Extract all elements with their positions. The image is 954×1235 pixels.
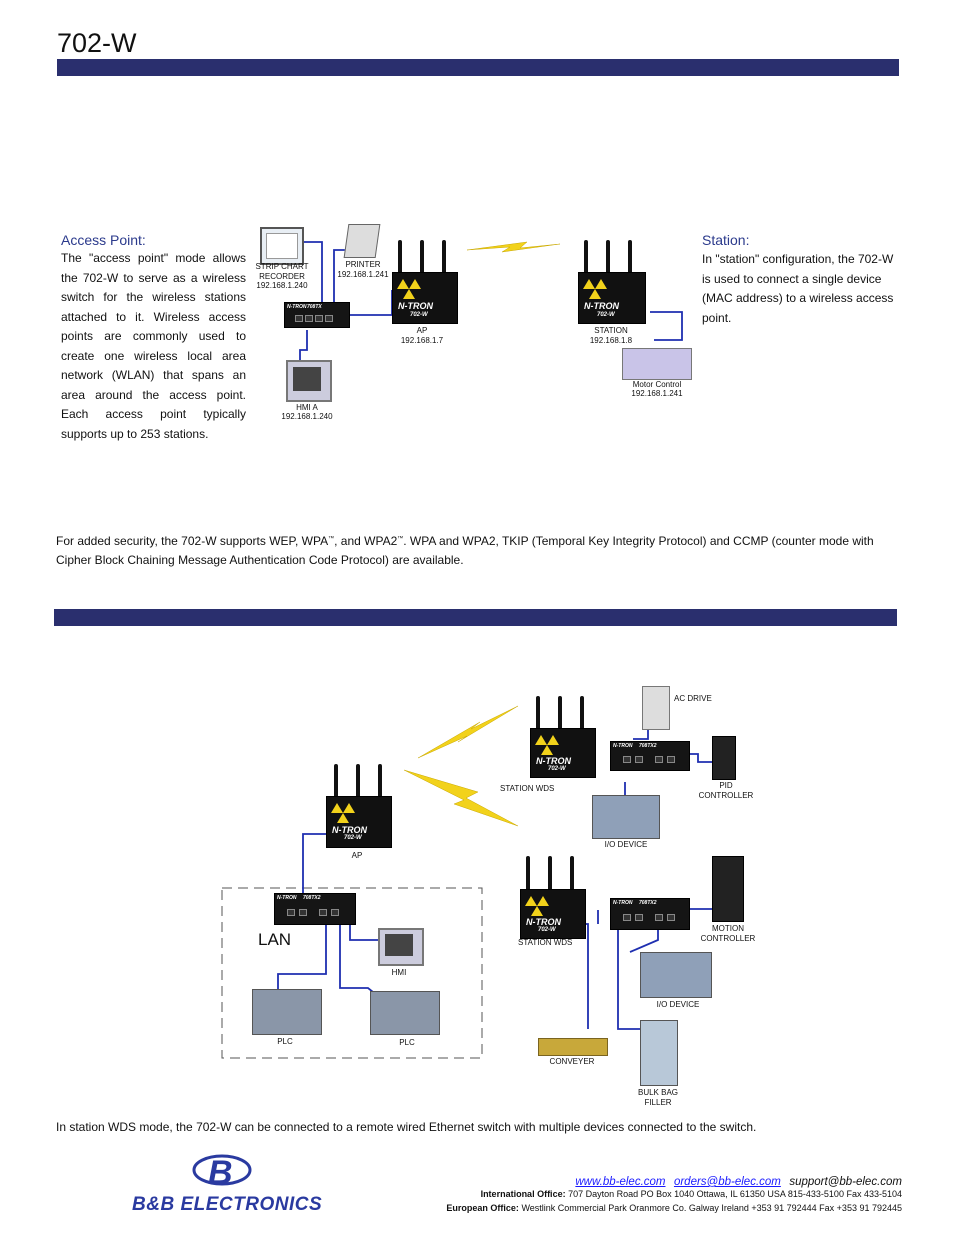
printer-label: PRINTER	[345, 260, 381, 269]
international-office: International Office: 707 Dayton Road PO…	[440, 1189, 902, 1199]
station-wds-1-label: STATION WDS	[500, 784, 555, 793]
intl-label: International Office:	[480, 1189, 566, 1199]
station-ip: 192.168.1.8	[589, 336, 633, 345]
security-paragraph: For added security, the 702-W supports W…	[56, 530, 899, 570]
motor-control-icon	[622, 348, 692, 380]
switch-1-brand: N-TRON	[613, 743, 633, 749]
conveyer-icon	[538, 1038, 608, 1056]
io-device-2-label: I/O DEVICE	[656, 1000, 700, 1009]
orders-link[interactable]: orders@bb-elec.com	[673, 1176, 781, 1188]
wds-ap-model: 702-W	[344, 835, 362, 841]
lan-switch-icon: N-TRON 708TX2	[274, 893, 356, 925]
plc-1-icon	[252, 989, 322, 1035]
wds-hmi-label: HMI	[391, 968, 407, 977]
switch-model: 708TX	[307, 304, 322, 310]
switch-2-brand: N-TRON	[613, 900, 633, 906]
security-text-1: For added security, the 702-W supports W…	[56, 534, 329, 548]
printer-ip: 192.168.1.241	[337, 270, 389, 279]
printer-icon	[343, 224, 381, 258]
access-point-heading: Access Point:	[61, 232, 146, 248]
section-bar	[54, 609, 897, 626]
access-point-diagram: STRIP CHART RECORDER 192.168.1.240 PRINT…	[252, 220, 697, 421]
plc-2-label: PLC	[399, 1038, 415, 1047]
station-wds-2-model: 702-W	[538, 927, 556, 933]
io-device-2-icon	[640, 952, 712, 998]
euro-text: Westlink Commercial Park Oranmore Co. Ga…	[521, 1203, 902, 1213]
intl-text: 707 Dayton Road PO Box 1040 Ottawa, IL 6…	[568, 1189, 902, 1199]
ac-drive-label: AC DRIVE	[674, 694, 712, 703]
io-device-1-icon	[592, 795, 660, 839]
plc-1-label: PLC	[277, 1037, 293, 1046]
support-email: support@bb-elec.com	[789, 1176, 902, 1188]
motor-control-label: Motor Control	[632, 380, 682, 389]
station-description: In "station" configuration, the 702-W is…	[702, 252, 894, 325]
wds-ap-device-icon: N-TRON 702-W	[326, 796, 392, 848]
station-wds-1-device-icon: N-TRON 702-W	[530, 728, 596, 778]
ap-label: AP	[416, 326, 428, 335]
ap-model: 702-W	[410, 312, 428, 318]
ac-drive-icon	[642, 686, 670, 730]
logo-text: B&B ELECTRONICS	[132, 1194, 323, 1215]
station-wds-1-model: 702-W	[548, 766, 566, 772]
lan-switch-brand: N-TRON	[277, 895, 297, 901]
wds-ap-label: AP	[351, 851, 363, 860]
ap-ip: 192.168.1.7	[400, 336, 444, 345]
strip-chart-ip: 192.168.1.240	[256, 281, 308, 290]
page-title: 702-W	[57, 28, 137, 58]
station-wds-2-device-icon: N-TRON 702-W	[520, 889, 586, 939]
motion-controller-icon	[712, 856, 744, 922]
station-wds-2-label: STATION WDS	[518, 938, 573, 947]
pid-controller-label: PID CONTROLLER	[698, 781, 754, 800]
hmi-ip: 192.168.1.240	[281, 412, 333, 421]
wds-note: In station WDS mode, the 702-W can be co…	[56, 1120, 757, 1134]
euro-label: European Office:	[446, 1203, 519, 1213]
trademark-2: ™	[397, 536, 404, 542]
header-bar	[57, 59, 899, 76]
trademark-1: ™	[328, 536, 335, 542]
station-wds-2-switch-icon: N-TRON 708TX2	[610, 898, 690, 930]
wds-diagram: AC DRIVE PID CONTROLLER N-TRON 702-W N-T…	[218, 684, 758, 1109]
strip-chart-recorder-icon	[260, 227, 304, 265]
conveyer-label: CONVEYER	[549, 1057, 595, 1066]
bulk-bag-filler-icon	[640, 1020, 678, 1086]
wds-hmi-icon	[378, 928, 424, 966]
motion-controller-label: MOTION CONTROLLER	[700, 924, 756, 943]
switch-brand: N-TRON	[287, 304, 307, 310]
bulk-bag-filler-label: BULK BAG FILLER	[637, 1088, 678, 1107]
io-device-1-label: I/O DEVICE	[604, 840, 648, 849]
station-label: STATION	[594, 326, 628, 335]
access-point-description: The "access point" mode allows the 702-W…	[61, 251, 246, 441]
switch-1-model: 708TX2	[639, 743, 657, 749]
station-wds-1-brand: N-TRON	[536, 756, 571, 766]
station-model: 702-W	[597, 312, 615, 318]
security-text-3: . WPA and WPA2, TKIP (Temporal Key Integ…	[56, 534, 874, 567]
wds-ap-brand: N-TRON	[332, 825, 367, 835]
security-text-2: , and WPA2	[334, 534, 398, 548]
hmi-icon	[286, 360, 332, 402]
logo-mark-icon: B	[192, 1154, 252, 1192]
station-wds-1-switch-icon: N-TRON 708TX2	[610, 741, 690, 771]
station-heading: Station:	[702, 232, 750, 248]
website-link[interactable]: www.bb-elec.com	[575, 1176, 666, 1188]
station-device-icon: N-TRON 702-W	[578, 272, 646, 324]
station-brand: N-TRON	[584, 301, 619, 311]
lan-label: LAN	[258, 930, 292, 949]
footer-contact: www.bb-elec.com orders@bb-elec.com suppo…	[440, 1172, 902, 1190]
european-office: European Office: Westlink Commercial Par…	[440, 1203, 902, 1213]
switch-icon: N-TRON 708TX	[284, 302, 350, 328]
ap-device-icon: N-TRON 702-W	[392, 272, 458, 324]
lan-switch-model: 708TX2	[303, 895, 321, 901]
pid-controller-icon	[712, 736, 736, 780]
hmi-label: HMI A	[296, 403, 318, 412]
strip-chart-label: STRIP CHART RECORDER	[255, 262, 309, 281]
station-wds-2-brand: N-TRON	[526, 917, 561, 927]
ap-brand: N-TRON	[398, 301, 433, 311]
switch-2-model: 708TX2	[639, 900, 657, 906]
bb-electronics-logo: B B&B ELECTRONICS	[130, 1152, 380, 1222]
svg-text:B: B	[208, 1154, 233, 1192]
motor-control-ip: 192.168.1.241	[631, 389, 683, 398]
plc-2-icon	[370, 991, 440, 1035]
